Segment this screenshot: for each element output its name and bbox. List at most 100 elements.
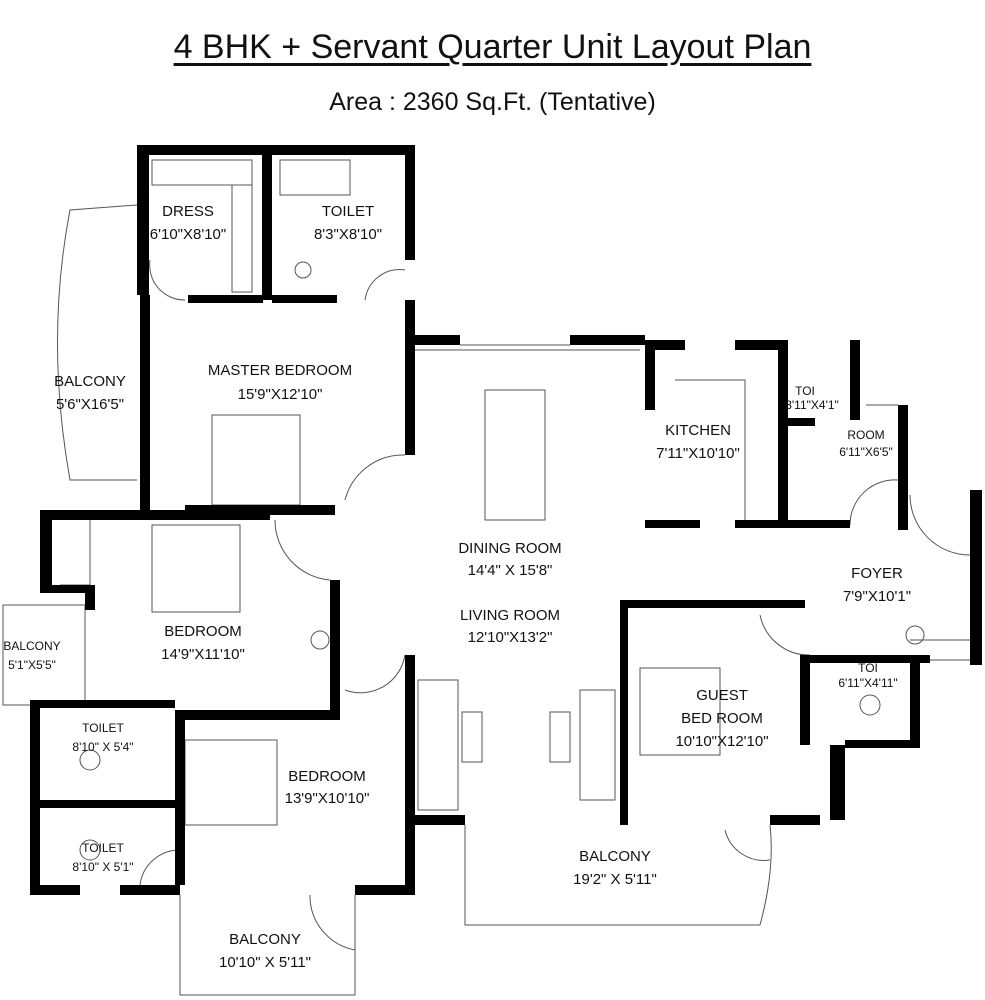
wall <box>785 520 850 528</box>
fixture-outline <box>675 379 746 525</box>
room-name: BALCONY <box>3 639 60 653</box>
wall <box>898 405 908 530</box>
fixture-outline <box>2 604 86 706</box>
wall <box>570 335 645 345</box>
room-name: TOILET <box>82 721 124 735</box>
room-name: FOYER <box>851 565 903 582</box>
wall <box>35 800 175 808</box>
wall <box>188 295 263 303</box>
fixture-outline <box>849 479 899 526</box>
fixture-outline <box>274 519 331 581</box>
fixture-outline <box>139 849 181 886</box>
room-size: 7'9"X10'1" <box>843 588 911 605</box>
plan-title: 4 BHK + Servant Quarter Unit Layout Plan <box>173 28 812 66</box>
wall <box>405 145 415 260</box>
room-name: DRESS <box>162 203 214 220</box>
wall <box>30 700 40 895</box>
wall <box>137 145 415 155</box>
wall <box>272 295 337 303</box>
room-name: TOI <box>858 661 878 675</box>
wall <box>620 600 628 825</box>
room-labels: DRESS 6'10"X8'10" TOILET 8'3"X8'10" BALC… <box>3 203 911 971</box>
fixture-outline <box>279 159 351 196</box>
fixture-outline <box>211 414 301 506</box>
wall <box>137 145 149 295</box>
room-size: 3'11"X4'1" <box>785 398 839 412</box>
wall <box>405 655 415 825</box>
wall <box>262 145 272 300</box>
fixture-outline <box>149 259 186 301</box>
room-name: BALCONY <box>54 373 126 390</box>
wall <box>30 885 80 895</box>
fixture-outline <box>759 614 811 656</box>
room-name: DINING ROOM <box>458 540 561 557</box>
wall <box>140 295 150 510</box>
fixture-outline <box>724 829 771 861</box>
room-name: TOILET <box>82 841 124 855</box>
room-size: 14'9"X11'10" <box>161 646 245 663</box>
room-name: LIVING ROOM <box>460 607 560 624</box>
wall <box>330 580 340 715</box>
room-size: 15'9"X12'10" <box>238 386 323 403</box>
wall <box>120 885 180 895</box>
wall <box>735 340 785 350</box>
wall <box>175 710 340 720</box>
fixture-outline <box>417 679 459 811</box>
fixture-circle <box>859 694 881 716</box>
wall <box>770 815 820 825</box>
room-size: 8'10" X 5'4" <box>72 740 133 754</box>
wall <box>645 340 655 410</box>
wall <box>85 585 95 610</box>
room-name: KITCHEN <box>665 422 731 439</box>
wall <box>40 510 270 520</box>
room-name: TOI <box>795 384 815 398</box>
wall <box>405 815 465 825</box>
wall <box>778 340 788 525</box>
fixture-circle <box>79 839 101 861</box>
room-size: 14'4" X 15'8" <box>468 562 553 579</box>
wall <box>845 740 920 748</box>
fixture-outline <box>151 524 241 613</box>
wall <box>355 885 410 895</box>
room-size: 6'11"X4'11" <box>838 676 897 690</box>
fixture-outline <box>309 894 356 951</box>
room-name: BEDROOM <box>288 768 366 785</box>
room-size: 19'2" X 5'11" <box>573 871 657 888</box>
fixture-outline <box>179 895 356 996</box>
fixture-circle <box>294 261 312 279</box>
room-name: GUEST BED ROOM <box>681 687 763 727</box>
wall <box>830 745 845 820</box>
walls <box>30 145 982 895</box>
wall <box>405 825 415 895</box>
wall <box>35 700 175 708</box>
room-size: 8'3"X8'10" <box>314 226 382 243</box>
room-name: ROOM <box>847 428 884 442</box>
room-size: 5'6"X16'5" <box>56 396 124 413</box>
fixture-outline <box>57 204 138 481</box>
fixture-outline <box>909 494 971 556</box>
fixture-outline <box>344 654 406 694</box>
fixture-outline <box>639 667 721 756</box>
fixture-outline <box>579 689 616 801</box>
room-size: 8'10" X 5'1" <box>72 860 133 874</box>
room-name: BEDROOM <box>164 623 242 640</box>
room-size: 5'1"X5'5" <box>8 658 56 672</box>
room-name: BALCONY <box>229 931 301 948</box>
fixture-outline <box>184 739 278 826</box>
room-size: 7'11"X10'10" <box>656 445 740 462</box>
wall <box>850 340 860 420</box>
fixture-outline <box>364 269 406 301</box>
wall <box>645 340 685 350</box>
fixture-outline <box>344 454 406 501</box>
fixture-circle <box>310 630 330 650</box>
wall <box>620 600 805 608</box>
room-size: 10'10"X12'10" <box>675 733 768 750</box>
wall <box>40 510 52 590</box>
room-name: MASTER BEDROOM <box>208 362 352 379</box>
fixture-outline <box>60 514 91 586</box>
wall <box>40 585 85 593</box>
room-size: 13'9"X10'10" <box>285 790 370 807</box>
wall <box>410 335 460 345</box>
room-size: 12'10"X13'2" <box>468 629 553 646</box>
